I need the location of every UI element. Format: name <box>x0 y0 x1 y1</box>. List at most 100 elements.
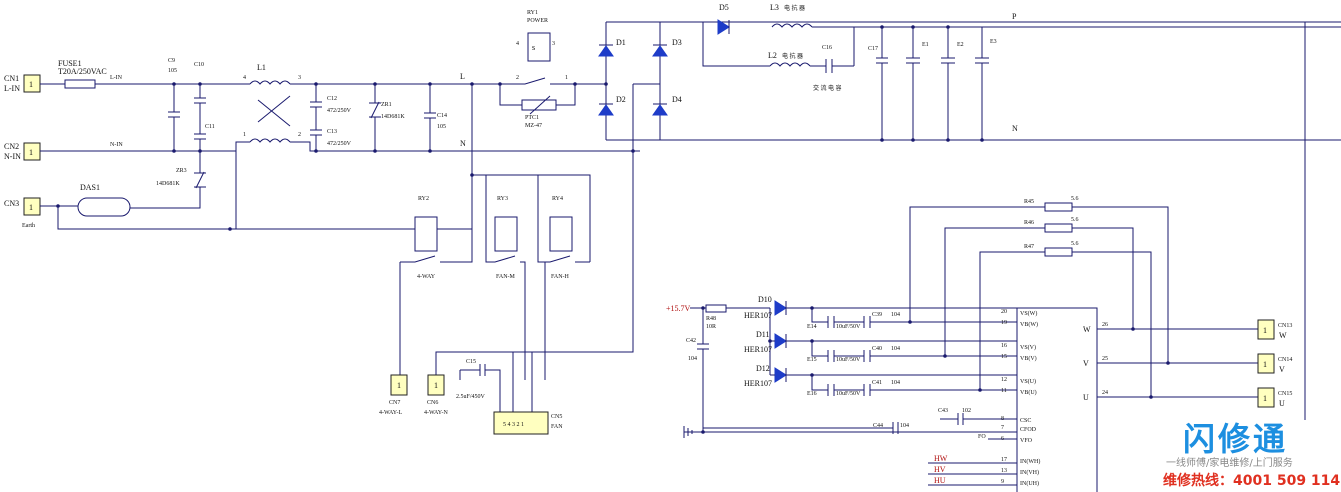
ic-pin-number: 6 <box>1001 436 1004 442</box>
svg-text:R48: R48 <box>706 316 716 322</box>
ic-pin-name: CSC <box>1020 418 1031 424</box>
svg-text:CN6: CN6 <box>427 400 438 406</box>
svg-text:C11: C11 <box>205 124 215 130</box>
hv-label: HV <box>934 465 946 474</box>
ic-pin-name: CFOD <box>1020 427 1037 433</box>
bootstrap-caps-u: E16 10uF/50V C41 104 <box>807 375 1017 397</box>
svg-text:4: 4 <box>516 41 519 47</box>
capacitor-c44: C44 104 <box>703 422 909 434</box>
svg-text:N-IN: N-IN <box>4 152 21 161</box>
thermistor-ptc1: PTC1 MZ-47 <box>521 95 557 129</box>
capacitor-c10: C10 <box>194 62 206 130</box>
svg-text:2.5uF/450V: 2.5uF/450V <box>456 394 486 400</box>
choke-l1: L1 4 3 1 2 <box>235 63 301 229</box>
net-label-n-in: N-IN <box>110 142 123 148</box>
svg-text:E3: E3 <box>990 39 997 45</box>
ic-pin-name: VB(W) <box>1020 321 1038 328</box>
ic-pin-number: 8 <box>1001 416 1004 422</box>
hw-label: HW <box>934 454 948 463</box>
svg-text:CN13: CN13 <box>1278 323 1292 329</box>
ic-pin-number: 20 <box>1001 309 1007 315</box>
ic-pin-number: 15 <box>1001 354 1007 360</box>
svg-text:14D681K: 14D681K <box>381 114 405 120</box>
capacitor-c14: C14 105 <box>424 84 447 151</box>
svg-text:472/250V: 472/250V <box>327 141 352 147</box>
svg-text:105: 105 <box>437 124 446 130</box>
capacitor-c43: C43 102 <box>938 408 1017 425</box>
svg-text:1: 1 <box>1263 326 1267 335</box>
svg-text:R47: R47 <box>1024 244 1034 250</box>
svg-text:1: 1 <box>397 381 401 390</box>
connector-cn6: 1 CN6 4-WAY-N <box>424 374 448 416</box>
connector-cn15: 1 CN15 U <box>1257 387 1292 408</box>
capacitor-c9: C9 105 <box>168 58 180 151</box>
svg-text:L3: L3 <box>770 3 779 12</box>
capacitor-c11: C11 <box>194 124 215 151</box>
svg-text:POWER: POWER <box>527 18 548 24</box>
svg-text:C10: C10 <box>194 62 204 68</box>
ic-pin-name: VS(V) <box>1020 344 1036 351</box>
svg-text:D11: D11 <box>756 330 769 339</box>
ic-pin-number: 25 <box>1102 356 1108 362</box>
svg-text:R46: R46 <box>1024 220 1034 226</box>
ic-pin-name: VFO <box>1020 438 1033 444</box>
svg-text:E14: E14 <box>807 324 817 330</box>
svg-text:1: 1 <box>565 75 568 81</box>
svg-text:5.6: 5.6 <box>1071 241 1079 247</box>
relay-ry3: RY3 FAN-M <box>485 175 526 380</box>
svg-text:4-WAY-N: 4-WAY-N <box>424 410 448 416</box>
svg-text:472/250V: 472/250V <box>327 108 352 114</box>
ipm-ic <box>1016 307 1098 492</box>
svg-text:4-WAY: 4-WAY <box>417 274 436 280</box>
svg-text:C40: C40 <box>872 346 882 352</box>
connector-cn2: 1 CN2 N-IN <box>4 142 41 161</box>
svg-text:5.6: 5.6 <box>1071 217 1079 223</box>
surge-arrester-das1: DAS1 <box>57 183 472 230</box>
bootstrap-caps-v: E15 10uF/50V C40 104 <box>807 341 1017 363</box>
svg-text:104: 104 <box>900 423 909 429</box>
svg-text:5.6: 5.6 <box>1071 196 1079 202</box>
svg-text:DAS1: DAS1 <box>80 183 100 192</box>
svg-text:C12: C12 <box>327 96 337 102</box>
svg-text:C9: C9 <box>168 58 175 64</box>
net-label-l-in: L-IN <box>110 75 123 81</box>
fo-label: FO <box>978 434 986 440</box>
resistor-r47: R47 5.6 <box>979 241 1152 397</box>
svg-text:D4: D4 <box>672 95 682 104</box>
svg-text:10uF/50V: 10uF/50V <box>836 324 861 330</box>
svg-text:C43: C43 <box>938 408 948 414</box>
svg-text:CN3: CN3 <box>4 199 19 208</box>
connector-cn13: 1 CN13 W <box>1257 319 1292 340</box>
svg-text:CN5: CN5 <box>551 414 562 420</box>
capacitor-c42: C42 104 <box>686 308 709 432</box>
svg-text:MZ-47: MZ-47 <box>525 123 542 129</box>
ic-pin-number: 24 <box>1102 390 1108 396</box>
svg-text:E1: E1 <box>922 42 929 48</box>
svg-text:W: W <box>1279 331 1287 340</box>
svg-text:D5: D5 <box>719 3 729 12</box>
svg-text:D3: D3 <box>672 38 682 47</box>
diode-d5: D5 <box>702 3 770 67</box>
bridge-rectifier: D1 D3 D2 D4 <box>598 21 1341 151</box>
svg-text:T20A/250VAC: T20A/250VAC <box>58 67 107 76</box>
svg-text:FUSE1: FUSE1 <box>58 59 82 68</box>
svg-text:2: 2 <box>516 75 519 81</box>
svg-text:C39: C39 <box>872 312 882 318</box>
svg-text:FAN-H: FAN-H <box>551 274 570 280</box>
svg-text:C16: C16 <box>822 45 832 51</box>
capacitor-e3: E3 <box>975 27 997 140</box>
connector-cn1: 1 CN1 L-IN <box>4 74 41 93</box>
ic-pin-name: IN(VH) <box>1020 469 1039 476</box>
svg-text:105: 105 <box>168 68 177 74</box>
connector-cn3: 1 CN3 Earth <box>4 197 41 229</box>
supply-15v-label: +15.7V <box>666 304 691 313</box>
svg-text:E2: E2 <box>957 42 964 48</box>
svg-text:1: 1 <box>1263 394 1267 403</box>
svg-text:102: 102 <box>962 408 971 414</box>
ic-pin-name: VS(U) <box>1020 378 1036 385</box>
svg-text:D10: D10 <box>758 295 772 304</box>
svg-text:2: 2 <box>298 132 301 138</box>
capacitor-c12: C12 472/250V <box>310 84 352 126</box>
svg-text:D1: D1 <box>616 38 626 47</box>
